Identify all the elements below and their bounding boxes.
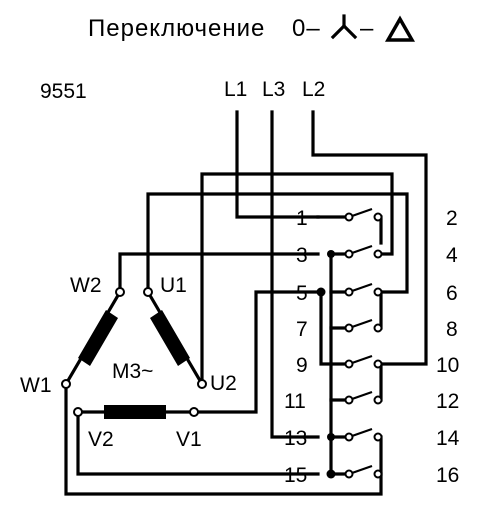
terminal-label-u2: U2 [210,372,237,395]
delta-icon [384,15,416,42]
junction-dot [327,433,335,441]
contact-row [344,354,383,369]
line-label-l3: L3 [262,78,285,101]
contact-label: 8 [446,318,458,341]
switch-contacts [344,207,383,479]
wires [63,110,428,496]
contact-row [344,318,383,333]
winding-w [78,310,118,366]
junction-dot [316,287,326,297]
contact-row [344,390,383,405]
contact-label: 2 [446,207,458,230]
contact-label: 1 [296,207,308,230]
title-dash: – [360,15,374,42]
terminal-u2 [197,379,207,389]
contact-label: 11 [284,390,306,413]
line-label-l1: L1 [224,78,247,101]
contact-label: 12 [436,390,459,413]
model-number: 9551 [40,80,87,103]
terminal-w2 [115,287,125,297]
contact-label: 4 [446,244,458,267]
motor-name: M3~ [112,360,153,383]
contact-label: 7 [296,318,308,341]
line-label-l2: L2 [302,78,325,101]
terminal-v1 [189,407,199,417]
contact-label: 13 [284,427,307,450]
contact-label: 14 [436,427,460,450]
terminal-v2 [73,407,83,417]
contact-label: 3 [296,244,308,267]
contact-row [344,464,383,479]
winding-v [104,405,166,419]
contact-row [344,427,383,442]
contact-label: 10 [436,354,459,377]
terminal-u1 [143,287,153,297]
terminal-label-w1: W1 [20,374,52,397]
contact-label: 5 [296,282,308,305]
title-sequence: 0– [292,15,321,42]
terminal-label-w2: W2 [70,274,102,297]
contact-label: 15 [284,464,307,487]
contact-row [344,282,383,297]
junction-dot [326,469,336,479]
contact-row [344,244,383,259]
terminal-w1 [61,379,71,389]
contact-label: 16 [436,464,459,487]
winding-u [150,310,190,366]
terminal-label-v1: V1 [176,428,202,451]
contact-label: 6 [446,282,458,305]
star-icon [330,14,358,40]
motor-windings [78,310,190,419]
terminal-label-u1: U1 [160,274,187,297]
diagram-title: Переключение [88,15,265,42]
contact-row [344,207,383,222]
junction-dot [327,250,335,258]
terminal-label-v2: V2 [88,428,114,451]
contact-label: 9 [296,354,308,377]
